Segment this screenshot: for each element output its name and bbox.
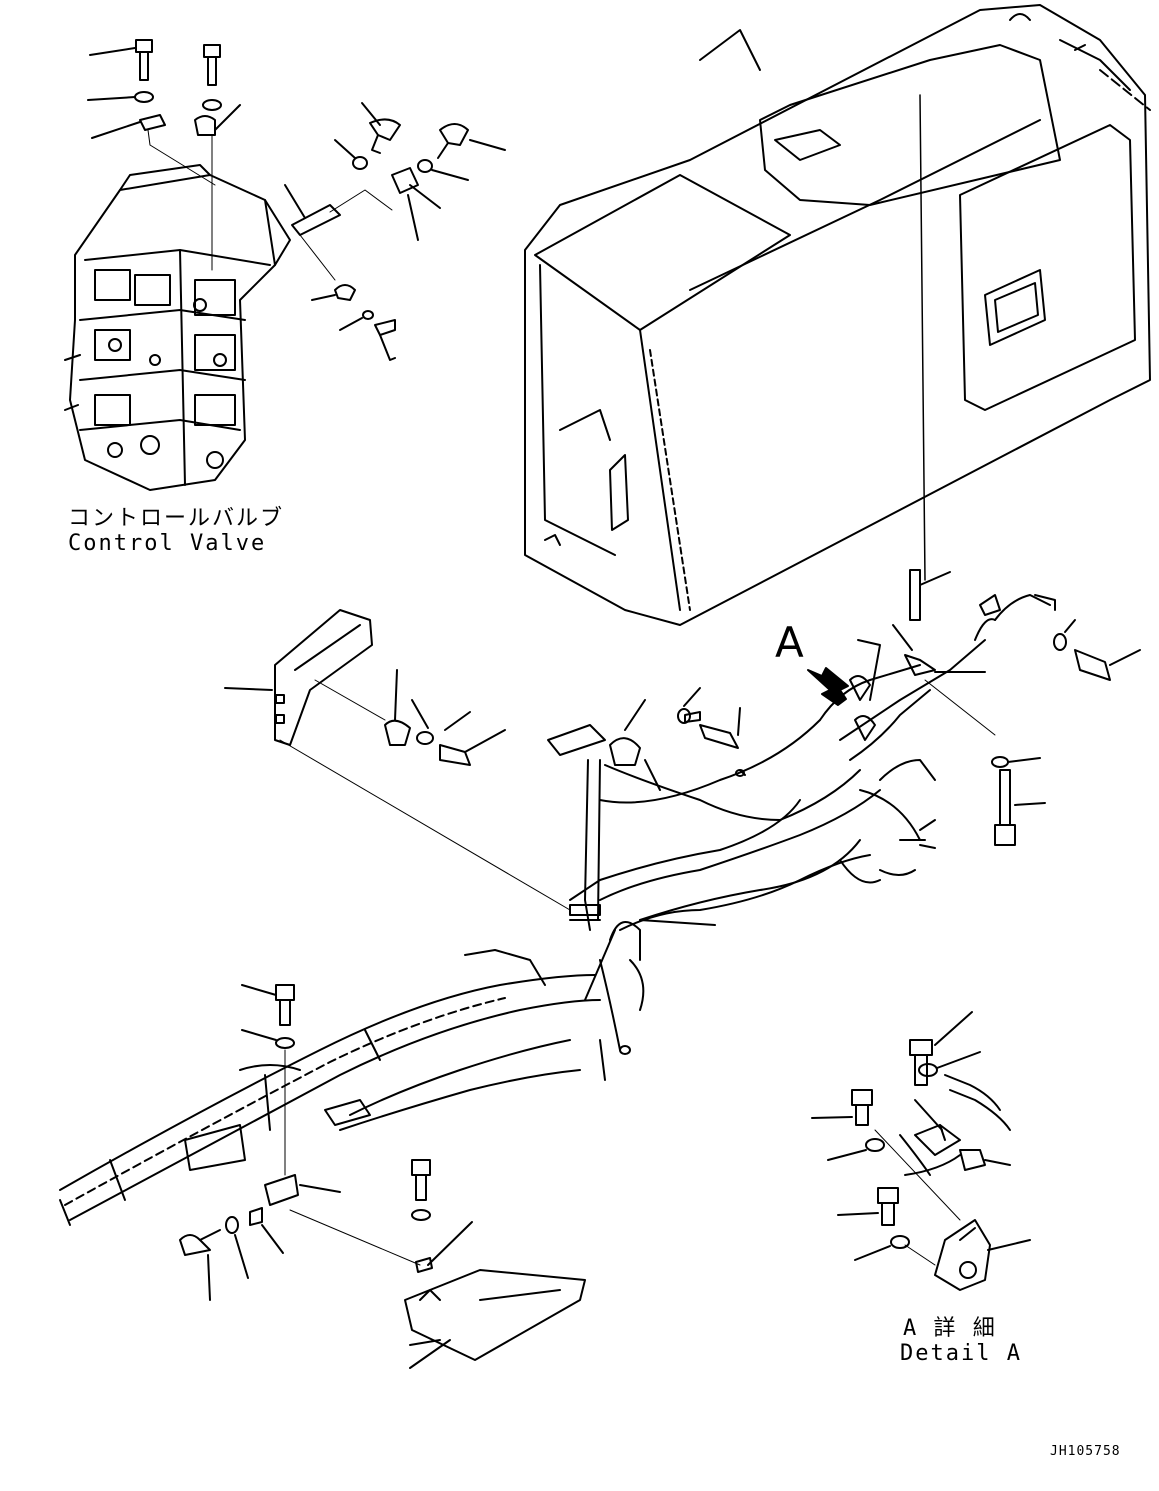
bolt-lower-left xyxy=(241,984,295,1176)
drawing-code: JH105758 xyxy=(1050,1444,1121,1459)
clip-top-left-1 xyxy=(91,114,216,186)
bolt-right-upper xyxy=(909,569,1141,846)
mounting-bracket xyxy=(224,609,571,911)
wiring-harness xyxy=(547,594,1056,1081)
detail-a xyxy=(811,1011,1031,1291)
clamp-middle xyxy=(384,669,506,766)
clamp-assembly-top xyxy=(284,102,506,361)
washer-top-left-1 xyxy=(87,91,154,103)
detail-marker-label: A xyxy=(775,618,804,667)
control-valve-label-jp: コントロールバルブ xyxy=(68,506,285,531)
bolt-top-left-2 xyxy=(194,44,241,271)
bolt-top-left-1 xyxy=(89,39,153,81)
control-valve xyxy=(64,164,291,491)
hose-tube xyxy=(59,949,601,1226)
control-valve-label-en: Control Valve xyxy=(68,531,267,556)
plate-lower-center xyxy=(404,1269,586,1369)
bolt-center-right xyxy=(677,687,741,749)
bolt-lower-center xyxy=(411,1159,473,1273)
detail-label-jp: A 詳 細 xyxy=(903,1316,997,1341)
bracket-lower-left xyxy=(179,1174,421,1301)
cab-body xyxy=(524,4,1151,626)
detail-arrow xyxy=(807,667,849,706)
detail-label-en: Detail A xyxy=(900,1341,1022,1366)
